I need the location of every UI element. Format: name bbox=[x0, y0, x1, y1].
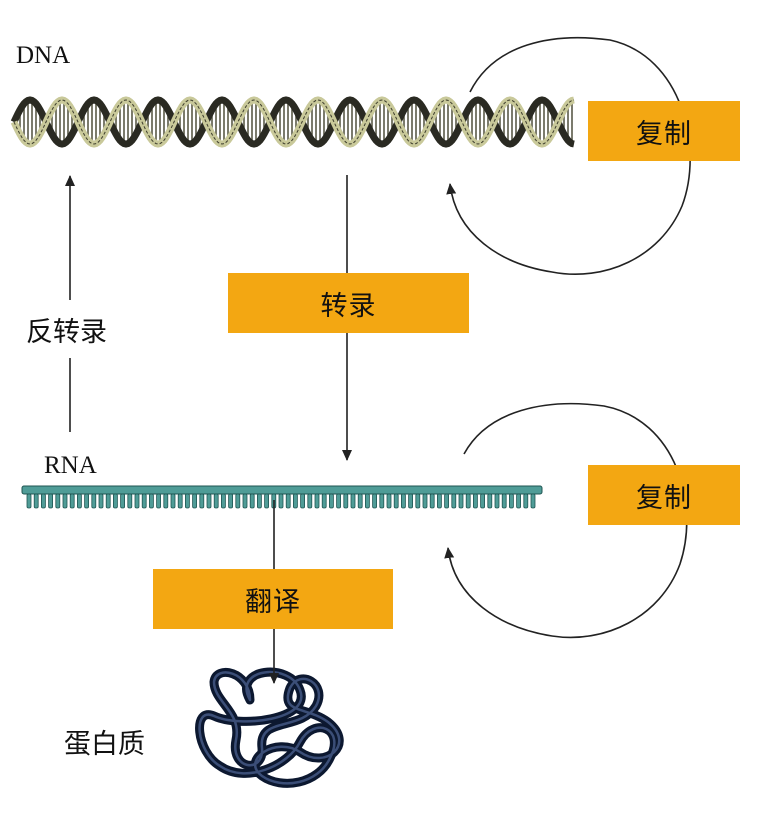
rna-base bbox=[465, 493, 471, 509]
rna-base bbox=[113, 493, 118, 509]
protein-label: 蛋白质 bbox=[64, 729, 145, 760]
rna-base bbox=[148, 493, 154, 509]
rna-base bbox=[228, 493, 234, 509]
rna-base bbox=[429, 493, 435, 509]
rna-base bbox=[242, 493, 248, 509]
rna-base bbox=[292, 493, 298, 509]
rna-base bbox=[472, 493, 478, 509]
rna-base bbox=[170, 493, 176, 509]
rna-base bbox=[220, 493, 226, 509]
rna-base bbox=[415, 493, 421, 509]
translation-box: 翻译 bbox=[153, 569, 393, 629]
rna-base bbox=[328, 493, 334, 509]
rna-base bbox=[530, 493, 536, 509]
rna-base bbox=[84, 493, 89, 509]
rna-base bbox=[494, 493, 500, 509]
rna-base bbox=[336, 493, 342, 509]
rna-base bbox=[444, 493, 450, 509]
rna-base bbox=[48, 493, 53, 509]
rna-base bbox=[77, 493, 82, 509]
rna-base bbox=[379, 493, 385, 509]
rna-base bbox=[480, 493, 486, 509]
rna-base bbox=[523, 493, 529, 509]
rna-base bbox=[127, 493, 133, 509]
rna-base bbox=[508, 493, 514, 509]
rna-base bbox=[408, 493, 414, 509]
rna-strand-icon bbox=[21, 485, 543, 509]
rna-base bbox=[134, 493, 140, 509]
dna-double-helix-icon bbox=[10, 96, 575, 148]
rna-base bbox=[98, 493, 104, 509]
rna-base bbox=[516, 493, 521, 509]
rna-base bbox=[285, 493, 291, 509]
dna-label: DNA bbox=[16, 42, 71, 69]
rna-base bbox=[26, 493, 32, 509]
rna-base bbox=[458, 493, 464, 509]
rna-base bbox=[91, 493, 97, 509]
rna-base bbox=[357, 493, 363, 509]
rna-base bbox=[213, 493, 219, 509]
dna-replication-loop-arrow bbox=[446, 36, 691, 276]
rna-base bbox=[55, 493, 61, 509]
rna-base bbox=[62, 493, 68, 509]
dna-strand bbox=[10, 96, 575, 148]
rna-base bbox=[422, 493, 428, 509]
rna-base bbox=[235, 493, 241, 509]
dna-replication-box: 复制 bbox=[588, 101, 740, 161]
rna-replication-box: 复制 bbox=[588, 465, 740, 525]
dna-strand-edge bbox=[13, 99, 575, 145]
rna-base bbox=[314, 493, 320, 509]
rna-base bbox=[364, 493, 370, 509]
rna-base bbox=[192, 493, 198, 509]
rna-base bbox=[120, 493, 125, 509]
rna-base bbox=[350, 493, 356, 509]
rna-base bbox=[400, 493, 406, 509]
rna-base bbox=[69, 493, 75, 509]
rna-replication-loop-arrow bbox=[444, 402, 688, 639]
rna-base bbox=[487, 493, 493, 509]
rna-label: RNA bbox=[44, 452, 97, 479]
rna-base bbox=[264, 493, 270, 509]
rna-base bbox=[105, 493, 111, 509]
rna-base bbox=[249, 493, 255, 509]
rna-base bbox=[177, 493, 183, 509]
rna-base bbox=[206, 493, 212, 509]
transcription-box: 转录 bbox=[228, 273, 469, 333]
rna-base bbox=[163, 493, 169, 509]
rna-base bbox=[33, 493, 39, 509]
rna-base bbox=[501, 493, 507, 509]
rna-base bbox=[184, 493, 190, 509]
rna-base bbox=[436, 493, 442, 509]
rna-base bbox=[156, 493, 162, 509]
rna-base bbox=[278, 493, 284, 509]
rna-base bbox=[256, 493, 262, 509]
reverse-transcription-label: 反转录 bbox=[26, 317, 107, 348]
rna-base bbox=[41, 493, 46, 509]
rna-base bbox=[199, 493, 205, 509]
rna-base bbox=[307, 493, 313, 509]
rna-base bbox=[393, 493, 399, 509]
protein-coil-icon bbox=[195, 667, 344, 788]
rna-base bbox=[141, 493, 147, 509]
rna-base bbox=[321, 493, 327, 509]
rna-base bbox=[343, 493, 349, 509]
rna-base bbox=[451, 493, 457, 509]
rna-base bbox=[300, 493, 306, 509]
rna-base bbox=[372, 493, 378, 509]
rna-base bbox=[386, 493, 392, 509]
